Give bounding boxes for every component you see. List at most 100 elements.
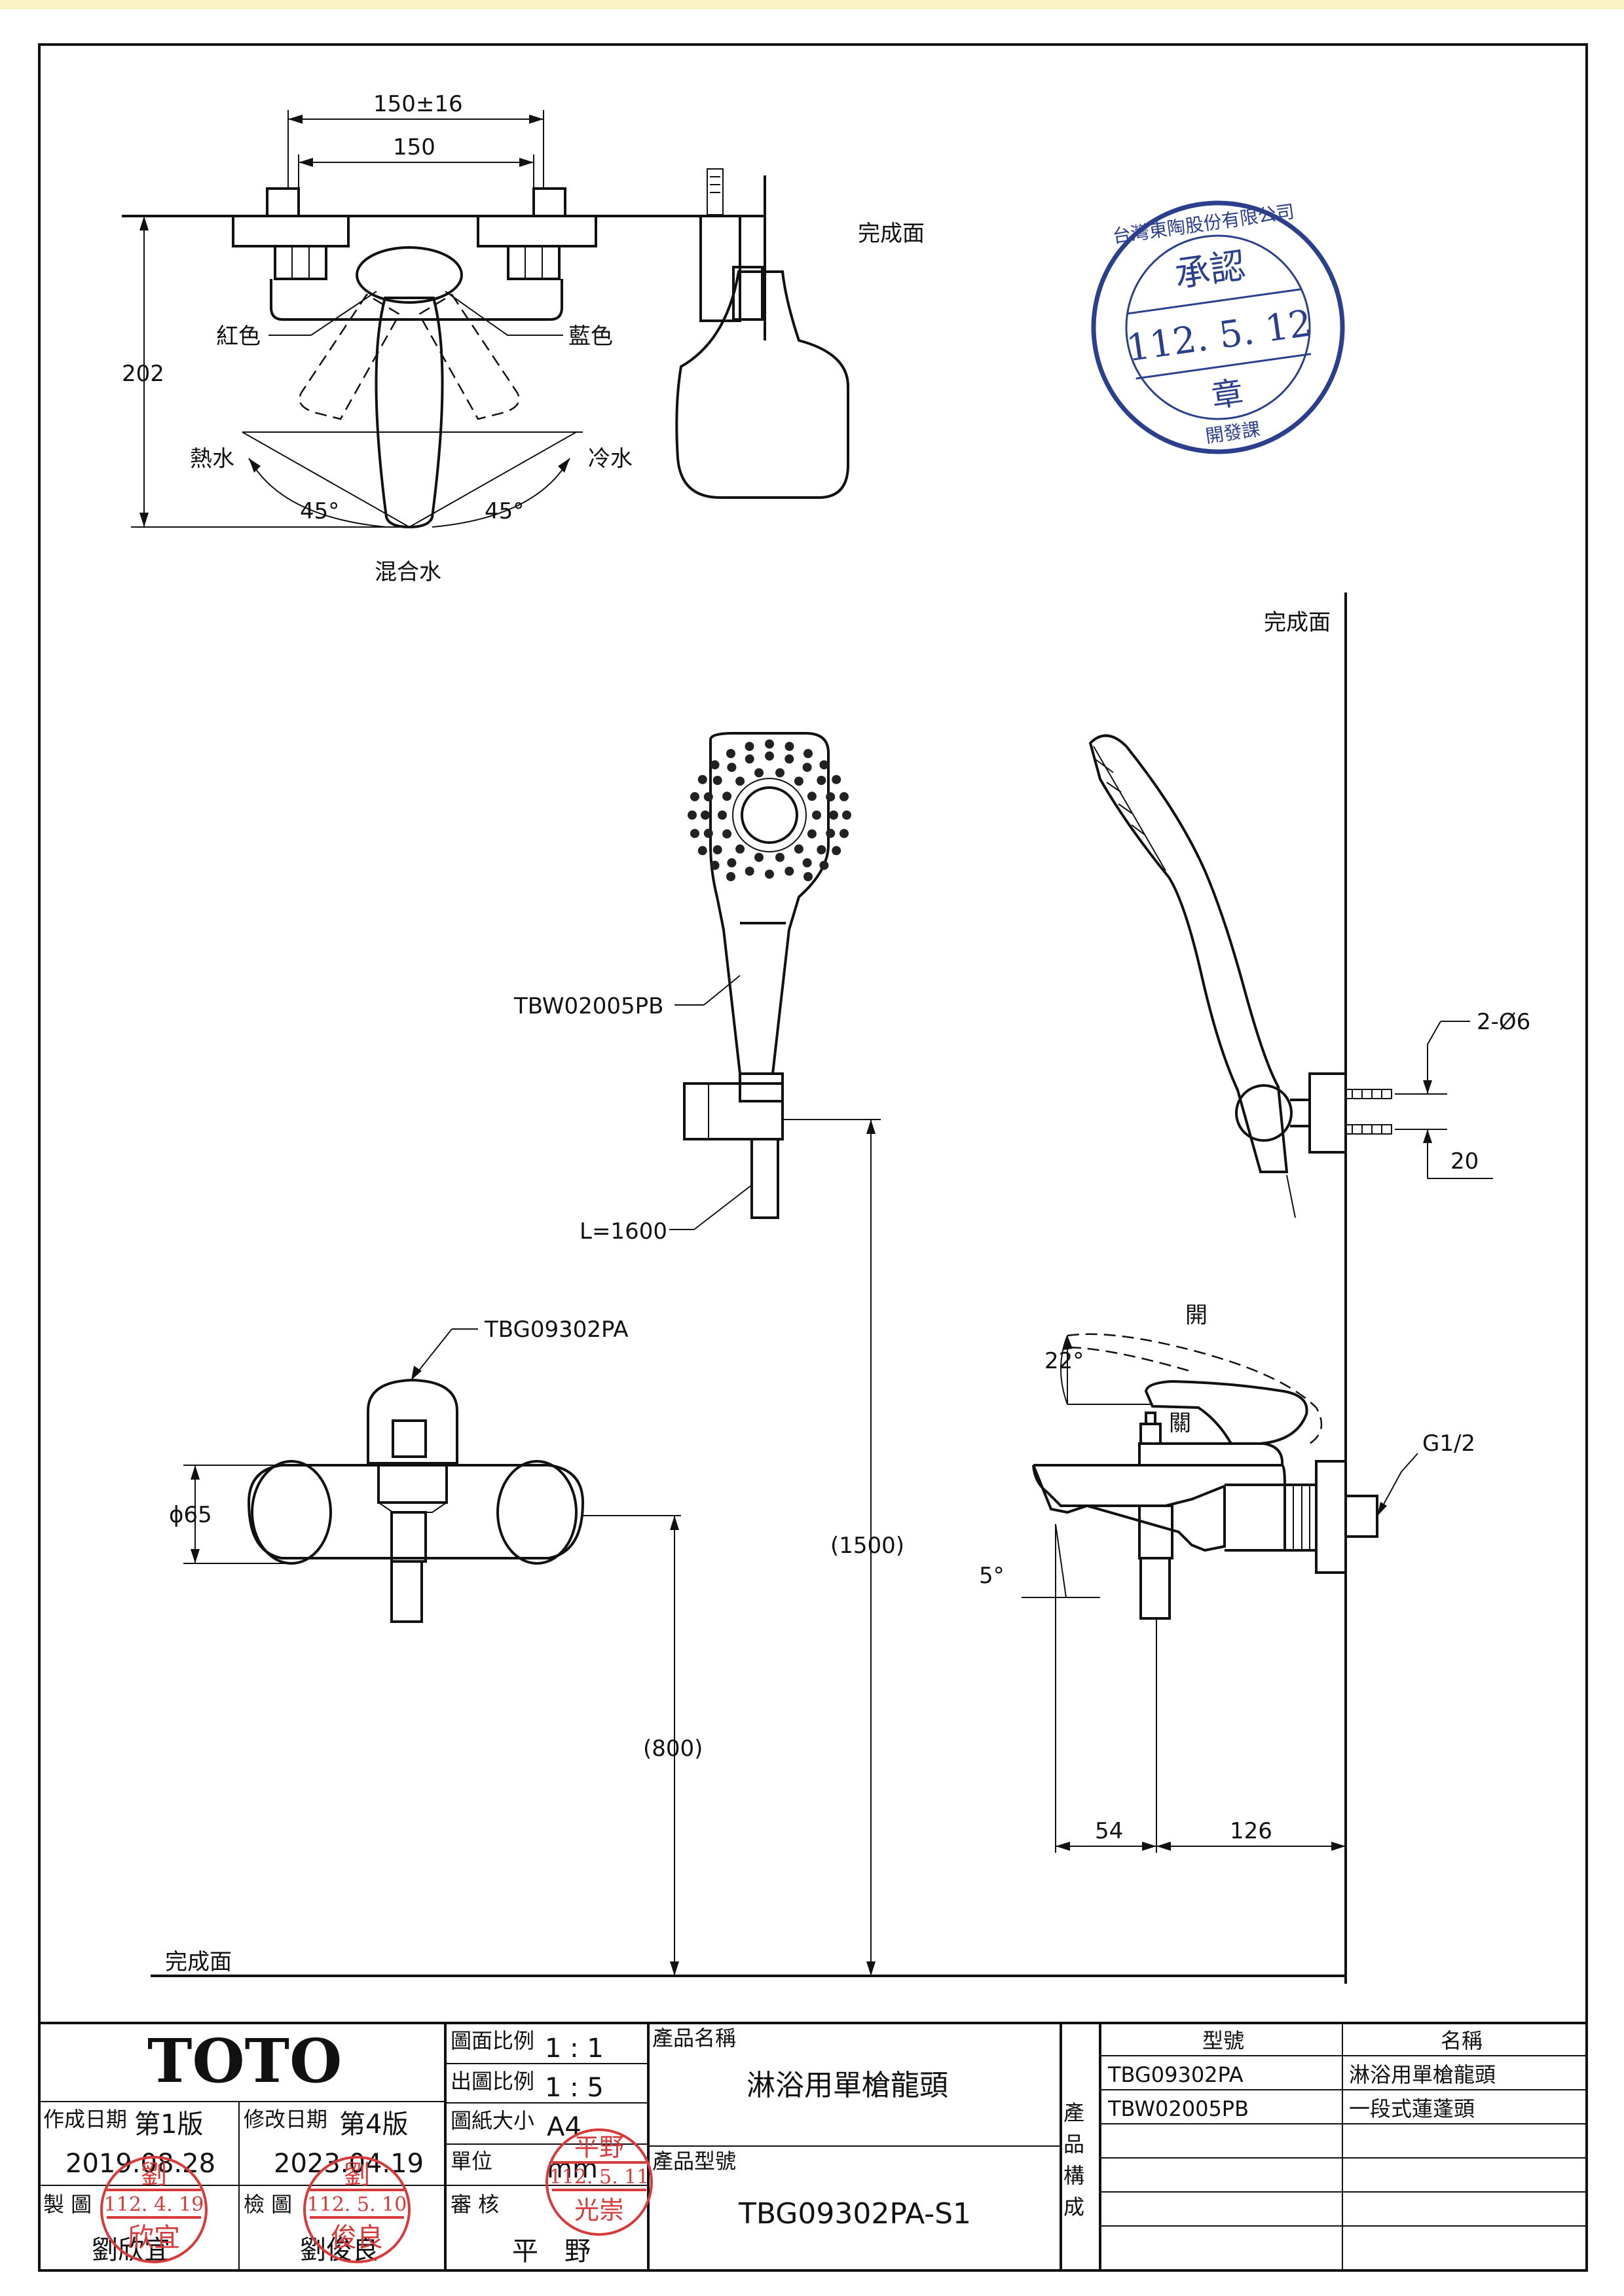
label-product-model: 產品型號 bbox=[652, 2149, 736, 2174]
label-review: 審 核 bbox=[451, 2192, 499, 2217]
spray-hole bbox=[807, 792, 817, 801]
spray-hole bbox=[803, 749, 813, 758]
spray-hole bbox=[745, 866, 754, 876]
scale-value: 1 : 1 bbox=[545, 2033, 604, 2064]
brand-logo: TOTO bbox=[147, 2026, 342, 2096]
label-checked: 檢 圖 bbox=[244, 2192, 292, 2217]
label-mixer-model: TBG09302PA bbox=[484, 1317, 629, 1343]
spray-hole bbox=[819, 860, 829, 870]
stamp-drawn-top: 劉 bbox=[141, 2160, 167, 2190]
col-model: 型號 bbox=[1202, 2028, 1244, 2053]
spray-hole bbox=[712, 845, 722, 854]
hand-shower-front: TBW02005PB L=1600 bbox=[513, 732, 881, 1245]
spray-hole bbox=[754, 768, 764, 778]
label-unit: 單位 bbox=[451, 2149, 492, 2174]
spray-holes bbox=[688, 739, 851, 881]
label-cold-water: 冷水 bbox=[588, 446, 633, 472]
stamp-checked-date: 112. 5. 10 bbox=[307, 2193, 407, 2216]
label-hand-shower-model: TBW02005PB bbox=[513, 993, 664, 1019]
stamp-reviewed-top: 平野 bbox=[574, 2133, 624, 2162]
spray-hole bbox=[807, 829, 817, 839]
dim-54: 54 bbox=[1095, 1818, 1123, 1844]
dim-126: 126 bbox=[1230, 1818, 1272, 1844]
spray-hole bbox=[710, 860, 720, 870]
spray-hole bbox=[794, 844, 803, 854]
stamp-seal: 章 bbox=[1209, 374, 1246, 415]
label-revised: 修改日期 bbox=[244, 2107, 327, 2132]
mixer-front: ϕ65 TBG09302PA (800) (1500) 完成面 bbox=[151, 1120, 1346, 1977]
hand-shower-side: 2-Ø6 20 bbox=[1088, 734, 1530, 1218]
spray-hole bbox=[784, 866, 794, 876]
spray-hole bbox=[775, 852, 784, 862]
spray-hole bbox=[718, 811, 727, 820]
label-thread: G1/2 bbox=[1422, 1430, 1475, 1457]
spray-hole bbox=[745, 754, 754, 764]
angle-left-45: 45° bbox=[300, 498, 339, 524]
stamp-checked: 劉 112. 5. 10 俊良 bbox=[303, 2156, 411, 2263]
dim-150: 150 bbox=[393, 134, 435, 160]
stamp-drawn: 劉 112. 4. 19 欣宜 bbox=[100, 2156, 208, 2263]
spray-hole bbox=[703, 828, 713, 838]
label-print-scale: 出圖比例 bbox=[451, 2069, 534, 2094]
spray-hole bbox=[765, 751, 774, 761]
finish-surface-right: 完成面 bbox=[1264, 610, 1331, 636]
dim-150-tolerance: 150±16 bbox=[373, 91, 463, 117]
component-model: TBG09302PA bbox=[1107, 2062, 1244, 2087]
component-name: 淋浴用單槍龍頭 bbox=[1349, 2062, 1496, 2087]
spray-hole bbox=[697, 846, 707, 856]
spray-hole bbox=[703, 792, 713, 802]
angle-spout-5: 5° bbox=[979, 1563, 1005, 1589]
label-hose-length: L=1600 bbox=[580, 1218, 667, 1245]
hand-shower-side-top bbox=[675, 168, 849, 499]
label-composition: 產品構成 bbox=[1060, 2102, 1085, 2227]
finish-surface-top: 完成面 bbox=[858, 221, 925, 247]
stamp-drawn-bottom: 欣宜 bbox=[128, 2223, 180, 2253]
spray-hole bbox=[710, 760, 720, 770]
stamp-date: 112. 5. 12 bbox=[1124, 302, 1314, 370]
spray-hole bbox=[812, 811, 821, 820]
spray-hole bbox=[688, 811, 697, 820]
edition-first: 第1版 bbox=[134, 2109, 203, 2140]
angle-lever-22: 22° bbox=[1044, 1348, 1084, 1374]
label-drawn: 製 圖 bbox=[43, 2192, 92, 2217]
stamp-checked-bottom: 俊良 bbox=[331, 2223, 383, 2253]
spray-hole bbox=[826, 828, 836, 838]
col-name: 名稱 bbox=[1441, 2028, 1483, 2053]
unit-value: mm bbox=[547, 2154, 598, 2184]
label-mixed-water: 混合水 bbox=[375, 559, 441, 585]
stamp-company: 台灣東陶股份有限公司 bbox=[1111, 200, 1296, 247]
mixer-side: 22° 開 關 5° G1/2 54 126 bbox=[979, 1302, 1475, 1853]
dim-height-1500: (1500) bbox=[830, 1533, 904, 1559]
spray-hole bbox=[754, 852, 764, 862]
label-scale: 圖面比例 bbox=[451, 2028, 534, 2053]
dim-height-800: (800) bbox=[643, 1736, 703, 1762]
finish-surface-floor: 完成面 bbox=[165, 1949, 232, 1975]
stamp-reviewed-date: 112. 5. 11 bbox=[549, 2166, 650, 2189]
spray-hole bbox=[722, 792, 732, 801]
spray-hole bbox=[840, 829, 849, 839]
spray-hole bbox=[726, 749, 735, 758]
spray-hole bbox=[817, 776, 826, 785]
spray-hole bbox=[832, 774, 841, 784]
drawn-by: 劉欣宜 bbox=[92, 2235, 170, 2265]
stamp-reviewed: 平野 112. 5. 11 光崇 bbox=[545, 2128, 653, 2236]
revised-date: 2023.04.19 bbox=[274, 2149, 424, 2179]
stamp-reviewed-bottom: 光崇 bbox=[574, 2196, 624, 2225]
spray-hole bbox=[726, 872, 735, 881]
spray-hole bbox=[803, 872, 813, 881]
sheet-frame bbox=[38, 43, 1588, 2272]
spray-hole bbox=[842, 811, 851, 820]
title-block: TOTO 作成日期 第1版 2019.08.28 修改日期 第4版 2023.0… bbox=[39, 2023, 1587, 2270]
reviewer: 平 野 bbox=[512, 2236, 591, 2267]
spray-hole bbox=[819, 760, 829, 770]
approval-stamp: 台灣東陶股份有限公司 承認 112. 5. 12 章 開發課 bbox=[1091, 200, 1345, 454]
spray-hole bbox=[817, 845, 826, 854]
angle-right-45: 45° bbox=[485, 498, 524, 524]
spray-hole bbox=[727, 763, 737, 773]
spray-hole bbox=[775, 768, 784, 778]
paper-value: A4 bbox=[547, 2112, 581, 2142]
stamp-department: 開發課 bbox=[1204, 418, 1262, 447]
product-model: TBG09302PA-S1 bbox=[738, 2197, 971, 2231]
dim-bolt-spacing: 20 bbox=[1450, 1148, 1479, 1175]
